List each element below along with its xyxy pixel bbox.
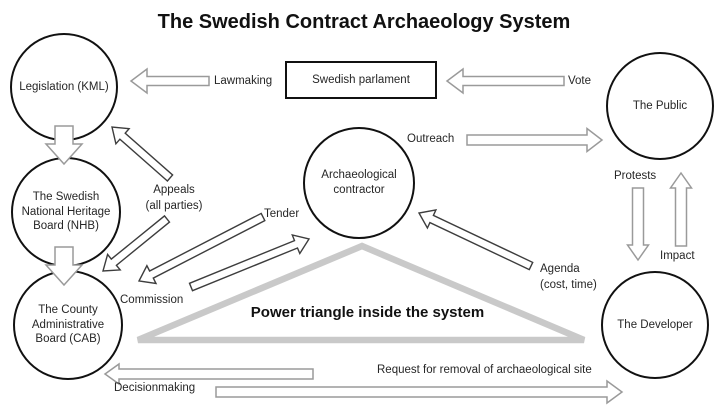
node-public-label: The Public: [632, 99, 688, 112]
outreach-arrow: [466, 126, 604, 154]
lawmaking-arrow: [129, 67, 210, 95]
label-commission: Commission: [120, 294, 184, 306]
node-the-developer: The Developer: [601, 271, 709, 379]
label-lawmaking: Lawmaking: [214, 75, 273, 87]
decisionmaking-arrow: [215, 379, 624, 405]
node-archaeological-contractor: Archaeological contractor: [303, 127, 415, 239]
label-vote: Vote: [568, 75, 592, 87]
vote-arrow: [445, 67, 565, 95]
diagram-title: The Swedish Contract Archaeology System: [157, 11, 571, 33]
node-contractor-label: Archaeological contractor: [321, 169, 397, 196]
node-legislation: Legislation (KML): [10, 33, 118, 141]
label-request-removal: Request for removal of archaeological si…: [377, 364, 592, 376]
node-cab-label: The County Administrative Board (CAB): [31, 303, 105, 346]
label-impact: Impact: [660, 250, 695, 262]
protests-arrow: [626, 187, 650, 262]
agenda-arrow: [417, 208, 534, 271]
node-nhb-label: The Swedish National Heritage Board (NHB…: [21, 190, 111, 233]
label-appeals: Appeals (all parties): [145, 184, 203, 212]
node-developer-label: The Developer: [617, 318, 693, 331]
label-power-triangle: Power triangle inside the system: [250, 304, 485, 321]
impact-arrow: [669, 171, 693, 247]
node-legislation-label: Legislation (KML): [19, 80, 109, 93]
label-outreach: Outreach: [407, 133, 455, 145]
node-swedish-parliament: Swedish parlament: [285, 61, 437, 99]
label-protests: Protests: [614, 170, 657, 182]
node-the-public: The Public: [606, 52, 714, 160]
label-decisionmaking: Decisionmaking: [114, 382, 196, 394]
power-triangle-shape: [136, 242, 586, 344]
appeals-arrow: [111, 126, 174, 182]
commission-arrow: [137, 212, 266, 285]
node-parliament-label: Swedish parlament: [312, 74, 410, 86]
node-county-administrative-board: The County Administrative Board (CAB): [13, 270, 123, 380]
label-tender: Tender: [264, 208, 300, 220]
label-agenda: Agenda (cost, time): [540, 263, 597, 291]
tender-arrow: [188, 234, 311, 292]
node-national-heritage-board: The Swedish National Heritage Board (NHB…: [11, 157, 121, 267]
